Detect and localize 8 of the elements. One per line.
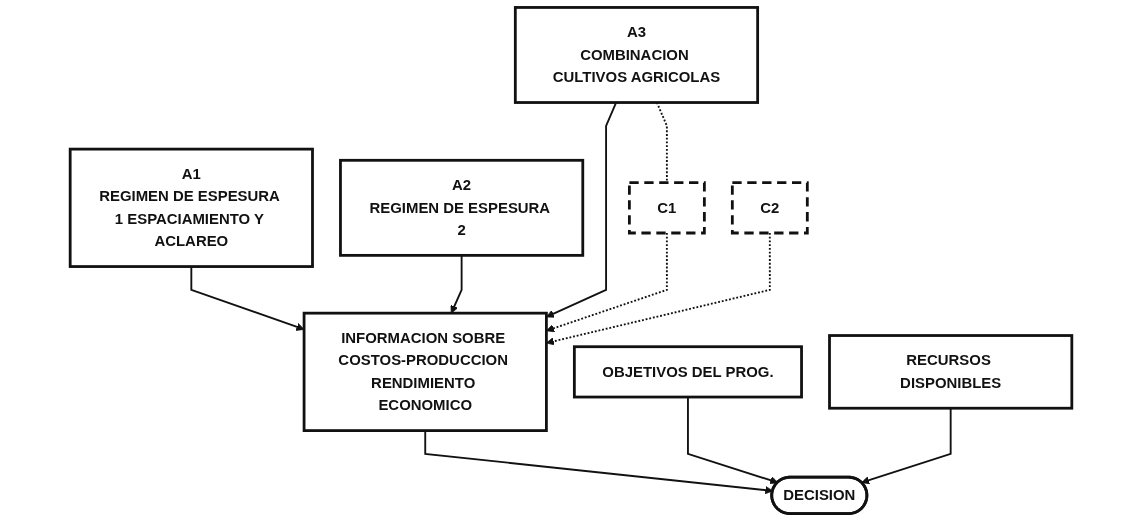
node-box: A3 COMBINACION CULTIVOS AGRICOLAS <box>513 6 760 104</box>
node-box: A1 REGIMEN DE ESPESURA 1 ESPACIAMIENTO Y ACLAREO <box>68 147 314 268</box>
node-box: C2 <box>730 181 809 235</box>
node-box: C1 <box>628 181 706 235</box>
node-box: A2 REGIMEN DE ESPESURA 2 <box>339 158 585 257</box>
node-box: INFORMACION SOBRE COSTOS-PRODUCCION RENDIMIENTO ECONOMICO <box>302 311 548 432</box>
node-box: OBJETIVOS DEL PROG. <box>572 345 803 399</box>
node-box: RECURSOS DISPONIBLES <box>828 334 1074 410</box>
